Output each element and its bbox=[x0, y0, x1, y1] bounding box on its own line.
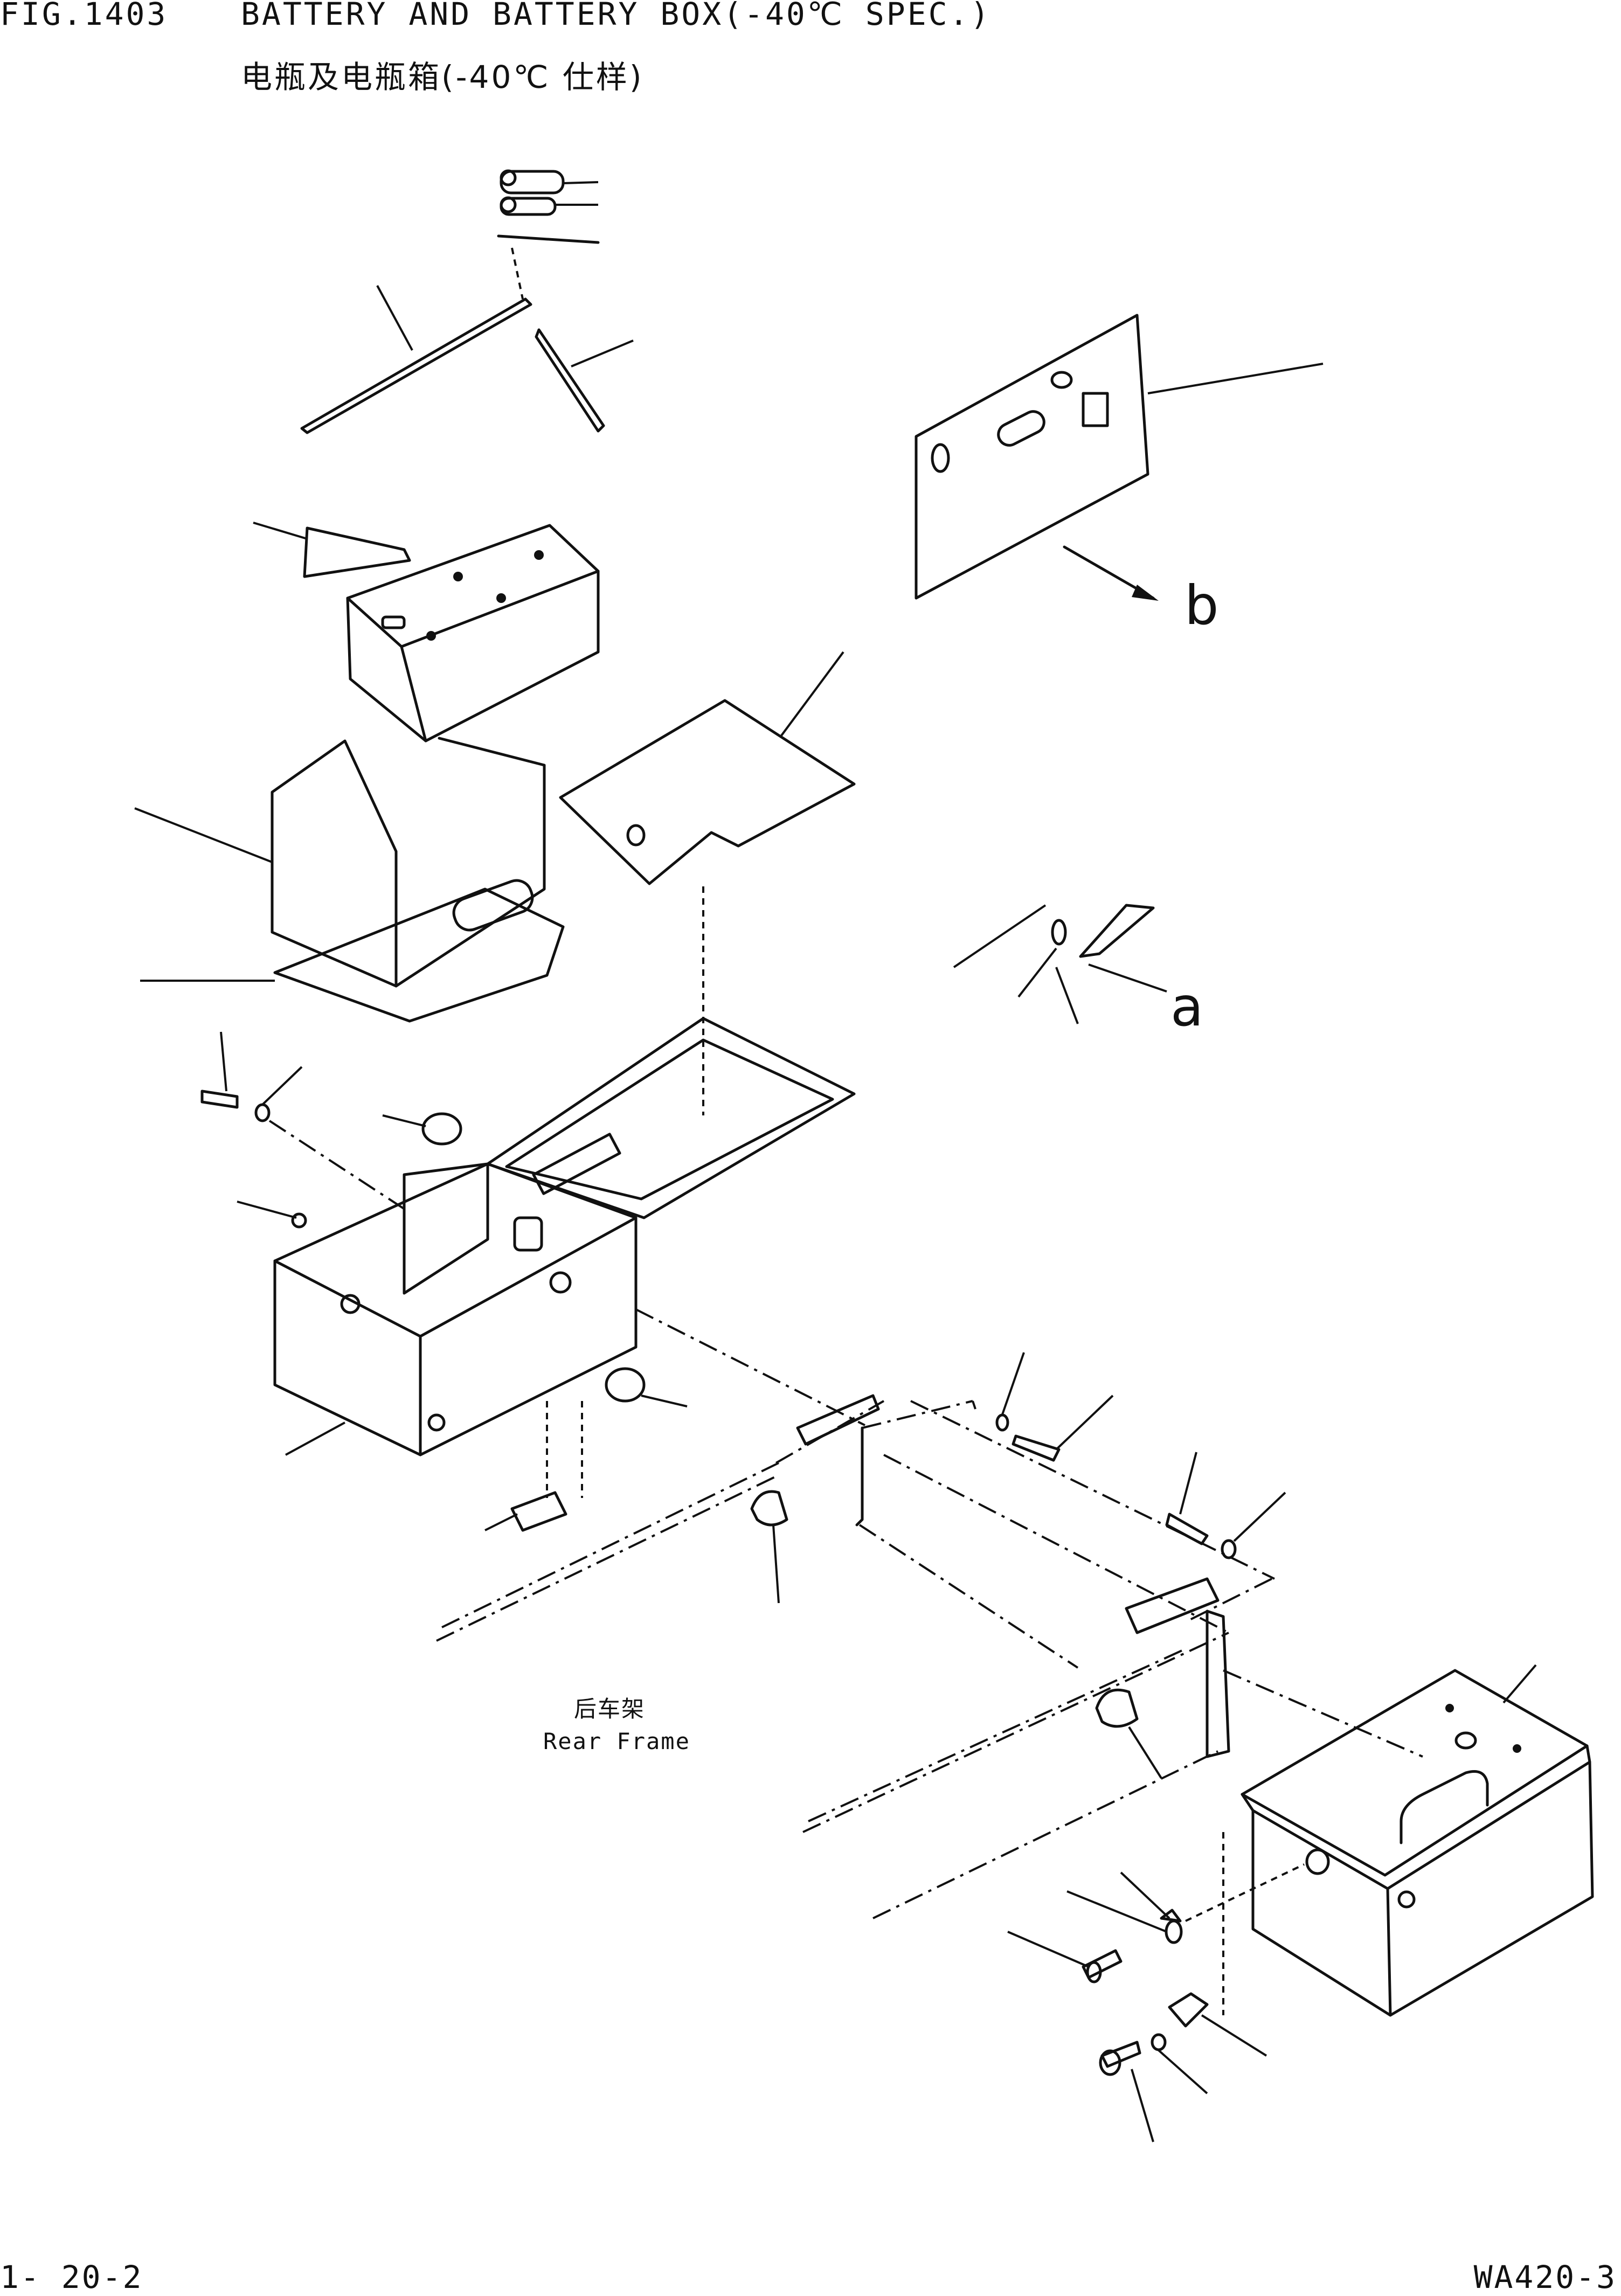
insulation-sheet bbox=[559, 651, 856, 1115]
model-code: WA420-3 bbox=[1473, 2259, 1617, 2295]
rear-frame-outline bbox=[436, 1308, 1423, 1919]
rubber-mount-2 bbox=[1095, 1688, 1162, 1779]
rubber-mount-1 bbox=[750, 1490, 788, 1604]
mounting-bracket bbox=[953, 904, 1167, 1024]
battery-box-right bbox=[1241, 1664, 1594, 2017]
drain-plug bbox=[382, 1112, 462, 1146]
rear-frame-label-chinese: 后车架 bbox=[574, 1696, 646, 1722]
battery-box-left bbox=[237, 1017, 856, 1456]
insulation-plate bbox=[915, 314, 1324, 601]
rear-frame-label-english: Rear Frame bbox=[543, 1728, 690, 1754]
view-mark-a: a bbox=[1170, 975, 1204, 1038]
figure-title-english: BATTERY AND BATTERY BOX(-40℃ SPEC.) bbox=[241, 0, 992, 32]
terminal-caps bbox=[497, 169, 600, 300]
wing-nut-left bbox=[200, 1031, 411, 1213]
battery-cable-short bbox=[535, 328, 634, 433]
battery bbox=[253, 522, 600, 743]
battery-tray bbox=[140, 879, 565, 1023]
page-number: 1- 20-2 bbox=[0, 2259, 143, 2295]
latch-assembly bbox=[484, 1367, 688, 1532]
battery-cable-long bbox=[300, 285, 532, 434]
frame-bolts bbox=[995, 1352, 1286, 1559]
battery-cover bbox=[134, 737, 546, 988]
figure-number: FIG.1403 bbox=[0, 0, 168, 32]
view-mark-b: b bbox=[1184, 574, 1219, 637]
figure-title-chinese: 电瓶及电瓶箱(-40℃ 仕样) bbox=[241, 59, 644, 95]
right-box-fasteners bbox=[1007, 1832, 1305, 2142]
